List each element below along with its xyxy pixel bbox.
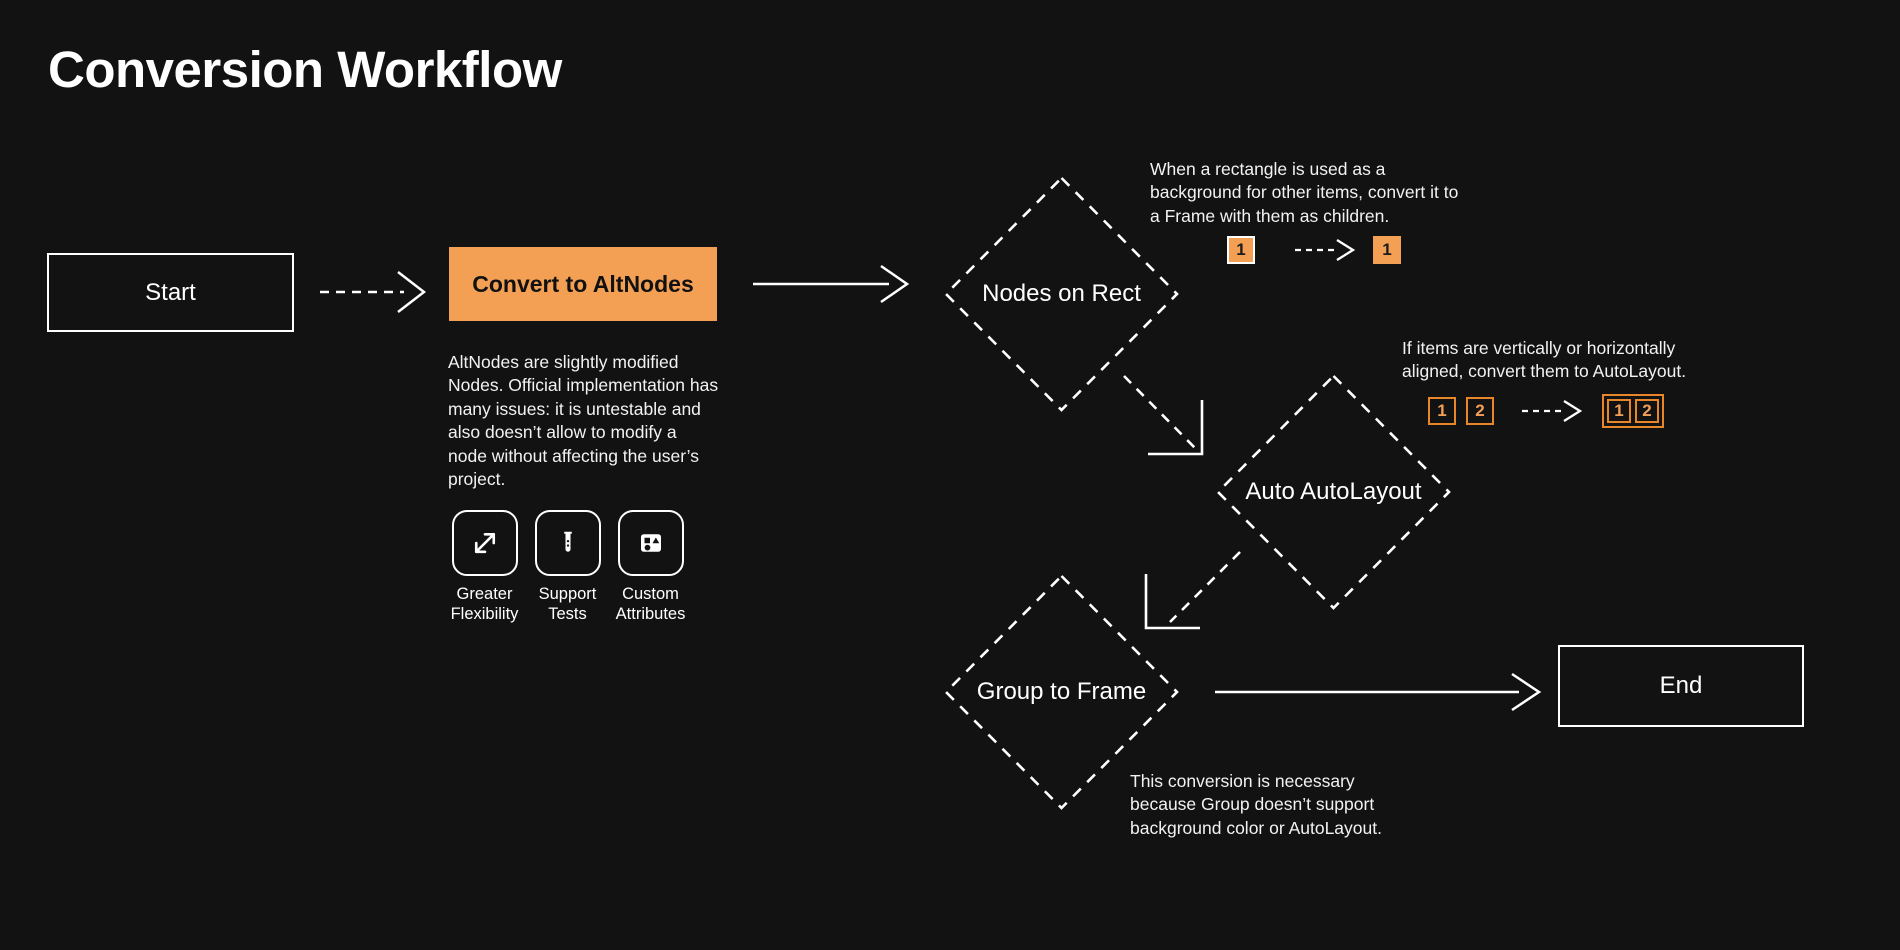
- node-convert-to-altnodes[interactable]: Convert to AltNodes: [449, 247, 717, 321]
- connector-group-to-frame-to-end: [1215, 672, 1545, 712]
- feature-list: Greater Flexibility Support Tests: [450, 510, 686, 625]
- feature-greater-flexibility[interactable]: Greater Flexibility: [450, 510, 519, 625]
- diamond-outline-dashed: [944, 176, 1179, 412]
- diamond-outline-dashed: [1216, 374, 1451, 610]
- page-title: Conversion Workflow: [48, 41, 562, 98]
- convert-description: AltNodes are slightly modified Nodes. Of…: [448, 352, 719, 490]
- node-convert-label: Convert to AltNodes: [472, 270, 694, 297]
- connector-nodes-on-rect-to-auto-autolayout: [1120, 372, 1230, 472]
- test-tube-icon: [534, 510, 601, 576]
- annotation-auto-autolayout-text: If items are vertically or horizontally …: [1402, 338, 1687, 382]
- node-start[interactable]: Start: [47, 253, 294, 332]
- feature-support-tests-label: Support Tests: [538, 585, 597, 623]
- connector-start-to-convert: [320, 270, 430, 315]
- badge-group-after: 1 2: [1602, 394, 1664, 428]
- badge-after-1: 1: [1373, 236, 1401, 264]
- feature-custom-attributes-label: Custom Attributes: [615, 585, 686, 623]
- expand-arrows-icon: [451, 510, 518, 576]
- shapes-attributes-icon: [617, 510, 684, 576]
- node-end-label: End: [1659, 672, 1703, 699]
- feature-greater-flexibility-label: Greater Flexibility: [450, 585, 519, 623]
- annotation-nodes-on-rect-diagram: 1 1: [1227, 236, 1401, 264]
- connector-convert-to-nodes-on-rect: [753, 264, 913, 304]
- badge-before-1: 1: [1227, 236, 1255, 264]
- dashed-arrow-right-icon: [1522, 400, 1583, 422]
- badge-after-1: 1: [1607, 399, 1631, 423]
- annotation-nodes-on-rect-text: When a rectangle is used as a background…: [1150, 159, 1459, 226]
- dashed-arrow-right-icon: [1295, 239, 1356, 261]
- connector-auto-autolayout-to-group-to-frame: [1140, 548, 1250, 648]
- node-start-label: Start: [145, 278, 196, 306]
- node-auto-autolayout[interactable]: Auto AutoLayout: [1215, 373, 1452, 611]
- feature-custom-attributes[interactable]: Custom Attributes: [615, 510, 686, 625]
- node-end[interactable]: End: [1558, 645, 1804, 727]
- badge-before-2: 2: [1466, 397, 1494, 425]
- badge-after-2: 2: [1635, 399, 1659, 423]
- annotation-group-to-frame-text: This conversion is necessary because Gro…: [1130, 771, 1382, 838]
- badge-before-1: 1: [1428, 397, 1456, 425]
- diamond-outline-dashed: [944, 574, 1179, 810]
- annotation-auto-autolayout-diagram: 1 2 1 2: [1428, 394, 1664, 428]
- feature-support-tests[interactable]: Support Tests: [534, 510, 601, 625]
